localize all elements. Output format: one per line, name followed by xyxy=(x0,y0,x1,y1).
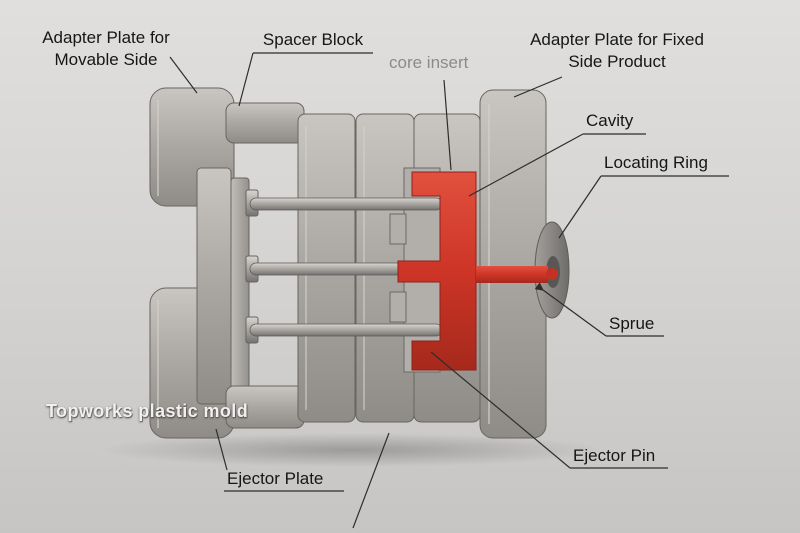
leader-spacer-block xyxy=(238,52,373,107)
molded-part-cavity xyxy=(397,171,477,371)
ejector-pins xyxy=(249,197,443,337)
label-adapter-plate-fixed: Adapter Plate for Fixed Side Product xyxy=(530,30,704,71)
ground-shadow xyxy=(100,433,604,467)
label-adapter-plate-movable: Adapter Plate for Movable Side xyxy=(42,28,170,69)
leader-ejector-plate xyxy=(215,428,344,492)
fixed-side-adapter-plate xyxy=(479,89,547,439)
leader-ejector-pin xyxy=(430,351,668,469)
watermark-text: Topworks plastic mold xyxy=(46,401,249,421)
leader-cavity xyxy=(468,133,646,197)
label-core-insert: core insert xyxy=(389,53,469,72)
leader-adapter-fixed xyxy=(513,76,563,98)
ejector-pin-middle xyxy=(249,262,403,276)
leader-adapter-movable xyxy=(169,56,198,94)
ejector-plate-assembly xyxy=(196,167,259,405)
label-sprue: Sprue xyxy=(609,314,655,333)
label-ejector-pin: Ejector Pin xyxy=(573,446,656,465)
label-ejector-plate: Ejector Plate xyxy=(227,469,324,488)
ejector-pin-bottom xyxy=(249,323,443,337)
sprue-channel xyxy=(476,266,558,283)
leader-locating-ring xyxy=(558,175,729,239)
label-locating-ring: Locating Ring xyxy=(604,153,708,172)
spacer-blocks xyxy=(225,102,305,429)
leader-lines xyxy=(169,52,729,529)
spacer-block-top xyxy=(225,102,305,144)
leader-core-insert xyxy=(443,79,452,171)
label-spacer-block: Spacer Block xyxy=(262,30,364,49)
ejector-pin-top xyxy=(249,197,443,211)
leader-sprue-arrow xyxy=(534,282,607,337)
leader-bottom-unlabeled xyxy=(352,432,390,529)
label-cavity: Cavity xyxy=(586,111,634,130)
